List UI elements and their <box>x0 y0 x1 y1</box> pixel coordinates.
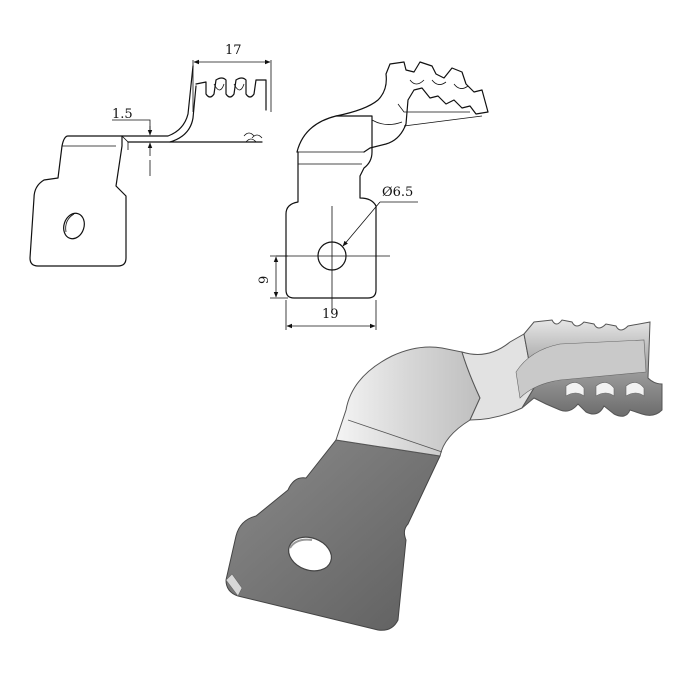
side-view-tab-edge <box>62 135 129 191</box>
hole-diameter-label: Ø6.5 <box>382 185 413 200</box>
render-3d <box>225 319 663 631</box>
side-view-crimp <box>195 77 267 111</box>
render-tab <box>225 439 441 631</box>
side-view-hole-shade <box>65 213 75 233</box>
thickness-label: 1.5 <box>112 107 133 122</box>
hole-diameter-arrow <box>342 201 381 247</box>
offset-ext-lines <box>270 255 288 299</box>
front-view-crimp-teeth <box>409 79 469 89</box>
front-view-arm-inner <box>371 103 483 127</box>
length-ext-lines <box>192 60 272 112</box>
thickness-ext-lines <box>143 135 157 176</box>
render-crimp-teeth <box>565 382 645 397</box>
side-view-tab-outline <box>29 135 127 267</box>
render-hole-wall <box>289 538 313 549</box>
render-bend <box>335 346 481 457</box>
side-view-hole <box>63 212 85 240</box>
render-arm <box>461 333 535 421</box>
render-bend-line <box>347 419 443 453</box>
front-view-arm <box>335 61 489 153</box>
front-view: Ø6.5 9 19 <box>257 61 489 330</box>
front-view-plate-outline <box>285 115 377 299</box>
width-label: 19 <box>322 307 339 322</box>
side-view-small-marks <box>243 132 263 143</box>
side-view-crimp-slots <box>213 83 245 91</box>
side-view-arm <box>121 65 197 143</box>
hole-centerlines <box>276 206 390 310</box>
side-view: 1.5 17 <box>29 43 272 267</box>
length-label: 17 <box>225 43 242 58</box>
width-ext-lines <box>285 300 377 330</box>
render-hole <box>288 536 332 572</box>
render-tab-edge <box>225 573 243 597</box>
front-view-bend-lines <box>298 151 364 165</box>
render-crimp-inner <box>515 339 647 399</box>
offset-label: 9 <box>257 276 272 284</box>
